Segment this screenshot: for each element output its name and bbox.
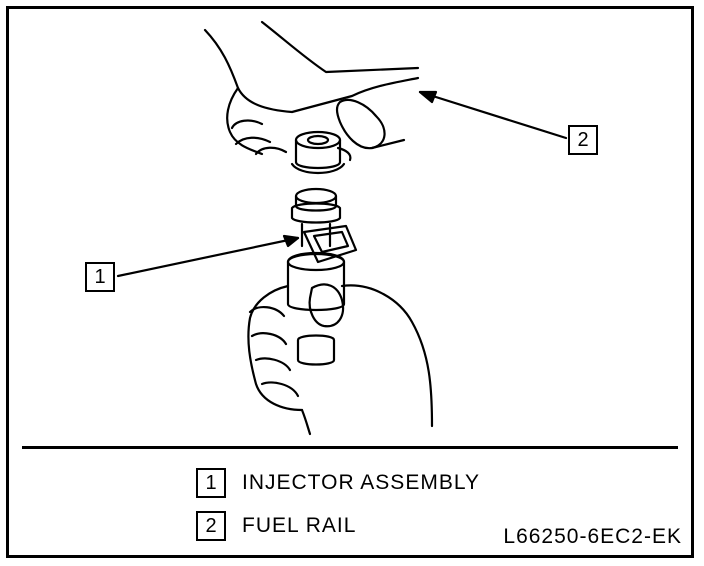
legend-item-injector-assembly: 1 INJECTOR ASSEMBLY [196, 467, 480, 499]
upper-hand [203, 20, 420, 156]
legend-label: INJECTOR ASSEMBLY [242, 471, 480, 494]
legend-divider [22, 446, 678, 449]
callout-2: 2 [568, 125, 598, 155]
legend-number: 1 [196, 468, 226, 498]
callout-1: 1 [85, 262, 115, 292]
fuel-rail [290, 130, 352, 174]
figure-frame [6, 6, 694, 558]
fuel-injector [286, 187, 358, 366]
figure-code: L66250-6EC2-EK [503, 525, 682, 548]
leader-arrows [116, 90, 568, 278]
lower-hand [247, 283, 434, 436]
legend-label: FUEL RAIL [242, 514, 357, 537]
legend-item-fuel-rail: 2 FUEL RAIL [196, 510, 356, 542]
legend-number: 2 [196, 511, 226, 541]
